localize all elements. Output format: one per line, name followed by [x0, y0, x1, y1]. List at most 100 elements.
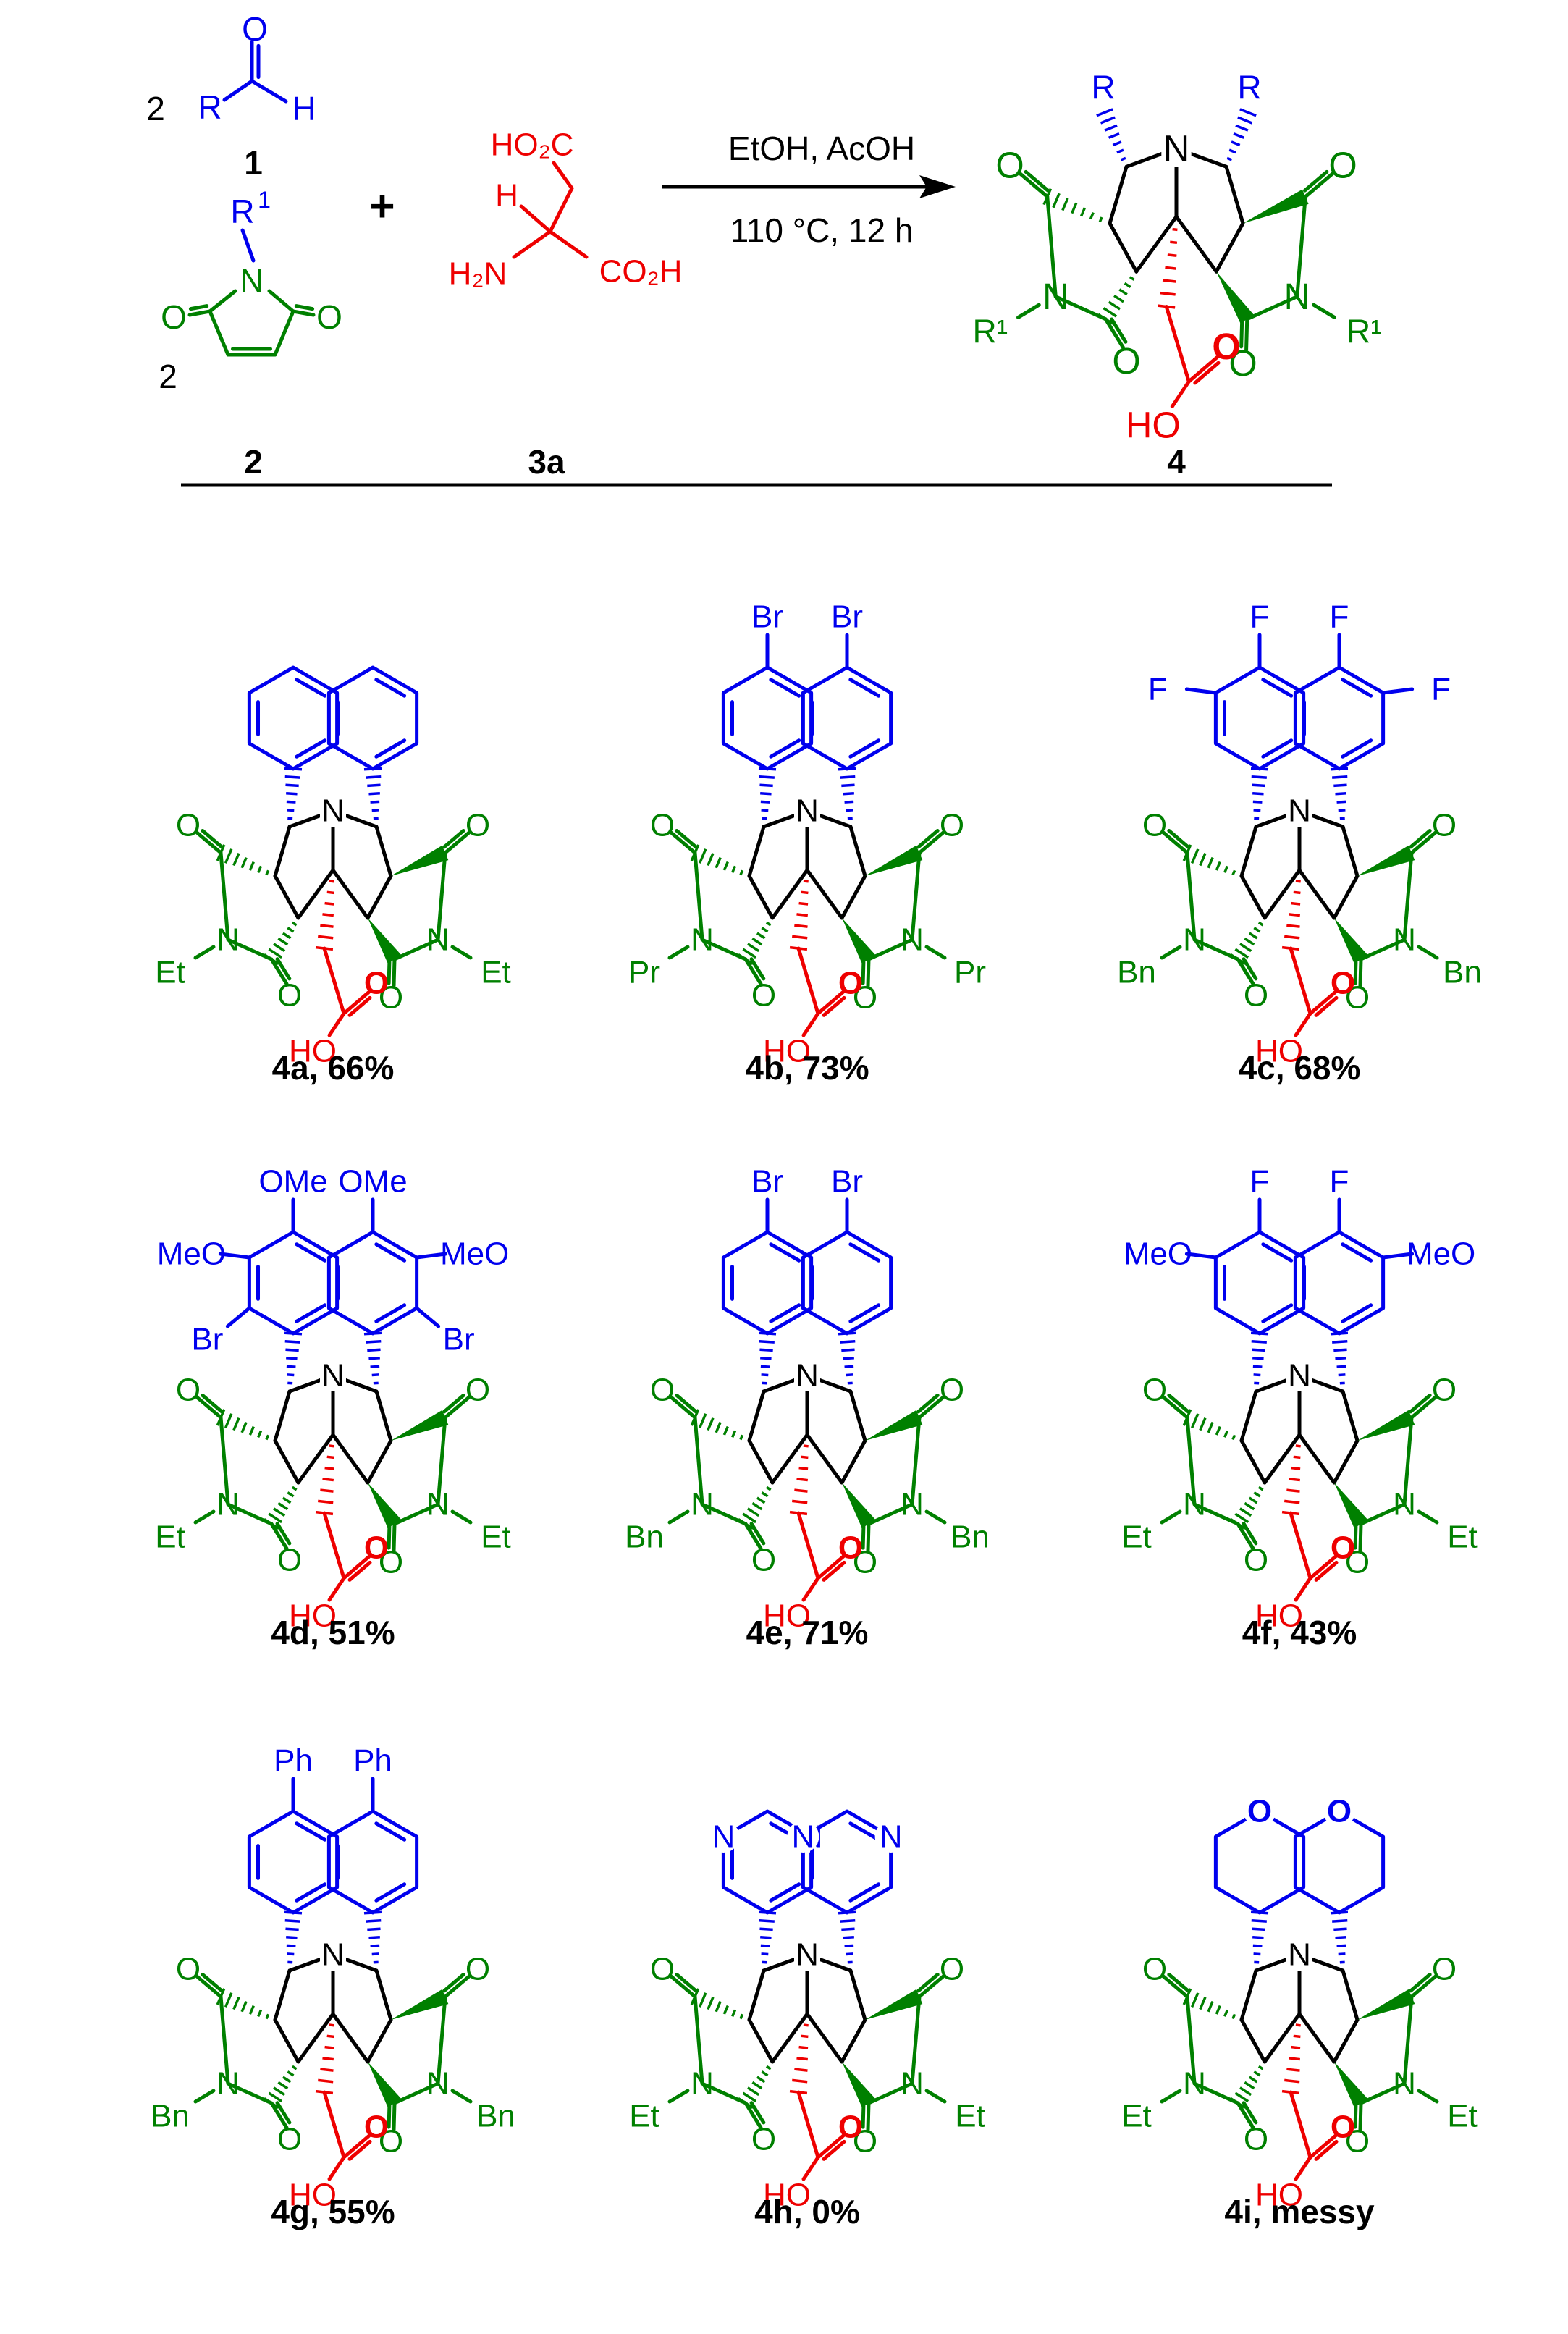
double-bond [675, 1972, 698, 1993]
compound-id: 4h [754, 2193, 793, 2230]
hashed-bond [760, 800, 770, 804]
imide-nitrogen: N [1183, 1487, 1206, 1522]
hashed-bond [1231, 869, 1236, 876]
maleimide-r1: R [230, 193, 254, 230]
bond [322, 946, 346, 1016]
wedge-bond [842, 2062, 876, 2107]
double-bond [1358, 957, 1363, 988]
bond [796, 2090, 820, 2160]
carbonyl-oxygen: O [1244, 1543, 1268, 1578]
double-bond [669, 1395, 697, 1420]
hashed-bond [715, 2000, 722, 2013]
bond [267, 289, 295, 313]
double-bond [195, 1395, 223, 1420]
hashed-bond [1113, 294, 1124, 303]
bond [867, 1502, 914, 1526]
hashed-bond [1100, 116, 1116, 125]
hashed-bond [765, 2065, 772, 2070]
imide-nitrogen: N [216, 2066, 240, 2102]
hashed-bond [1190, 1992, 1200, 2008]
n-substituent-left: Et [629, 2099, 659, 2134]
hashed-bond [1257, 2065, 1264, 2070]
hashed-bond [1291, 1466, 1301, 1470]
hashed-bond [798, 901, 809, 906]
bond [1341, 1389, 1360, 1443]
hashed-bond [1237, 116, 1253, 125]
n-substituent-left: Et [155, 955, 185, 990]
hashed-bond [798, 2045, 809, 2049]
aryl-ring [1293, 665, 1386, 771]
double-bond [392, 1522, 397, 1553]
hashed-bond [1253, 1952, 1261, 1956]
hashed-bond [240, 1421, 248, 1433]
bond [747, 1389, 766, 1443]
bond [374, 1968, 393, 2022]
hashed-bond [1108, 132, 1120, 139]
imide-nitrogen: N [426, 922, 450, 958]
pyrrolizidine-nitrogen: N [321, 793, 345, 829]
para-substituent: Br [751, 1164, 783, 1200]
n-substituent-left: Et [1121, 1520, 1152, 1555]
bond [1239, 874, 1267, 920]
hashed-bond [366, 1340, 382, 1344]
hashed-bond [284, 1340, 300, 1344]
pyrrolizidine-nitrogen: N [321, 1358, 345, 1394]
double-bond [195, 830, 223, 855]
bond [848, 825, 867, 878]
acid-oxygen: O [1331, 2110, 1355, 2145]
aryl-ring [247, 665, 340, 771]
aromatic-double-bond [295, 678, 327, 698]
aromatic-double-bond [295, 1821, 327, 1842]
double-bond [1409, 1395, 1438, 1420]
bond [322, 2090, 346, 2160]
double-bond [822, 2139, 846, 2161]
compound-yield: 55% [329, 2193, 395, 2230]
meta-substituent: F [1148, 672, 1168, 707]
hashed-bond [368, 1936, 380, 1939]
double-bond [743, 1522, 763, 1551]
aryl-ring [1213, 665, 1306, 771]
compound-yield: 73% [803, 1049, 869, 1087]
aryl-substituent-right: Br [801, 599, 893, 820]
hashed-bond [761, 927, 769, 933]
compound-number-3a: 3a [528, 443, 565, 481]
double-bond [291, 309, 316, 317]
ring-atom-bg [874, 1821, 907, 1853]
wedge-bond [391, 1989, 449, 2020]
hashed-bond [257, 865, 263, 874]
bond [910, 1994, 922, 2086]
bond [193, 2089, 216, 2104]
hashed-bond [1108, 300, 1121, 311]
hashed-bond [277, 937, 289, 946]
bond [1170, 379, 1191, 408]
bond [1160, 1509, 1182, 1525]
bond [512, 229, 552, 259]
hashed-bond [1252, 1944, 1263, 1947]
hashed-bond [1239, 943, 1252, 953]
hashed-bond [324, 1466, 334, 1470]
carbonyl-oxygen: O [995, 145, 1024, 186]
bond [1295, 195, 1307, 299]
hashed-bond [1252, 1936, 1264, 1939]
hashed-bond [1215, 2005, 1221, 2015]
bond [436, 1994, 447, 2086]
hashed-bond [320, 1488, 334, 1493]
hashed-bond [329, 880, 334, 883]
bond [1108, 164, 1129, 225]
bond [910, 1415, 922, 1507]
para-substituent: Br [751, 599, 783, 635]
bond [1185, 1415, 1197, 1507]
carbonyl-oxygen: O [650, 1373, 675, 1408]
ortho-substituent: Br [191, 1322, 223, 1357]
double-bond [1303, 169, 1329, 193]
hashed-bond [1248, 2076, 1258, 2084]
hashed-bond [1233, 132, 1244, 139]
acid-oxygen: O [1331, 1530, 1355, 1566]
product-r-right: R [1237, 68, 1261, 106]
n-substituent-right: Et [481, 1520, 511, 1555]
hashed-bond [796, 1478, 809, 1482]
meta-substituent: MeO [440, 1236, 509, 1272]
hashed-bond [287, 1952, 295, 1956]
hashed-bond [1199, 853, 1207, 867]
